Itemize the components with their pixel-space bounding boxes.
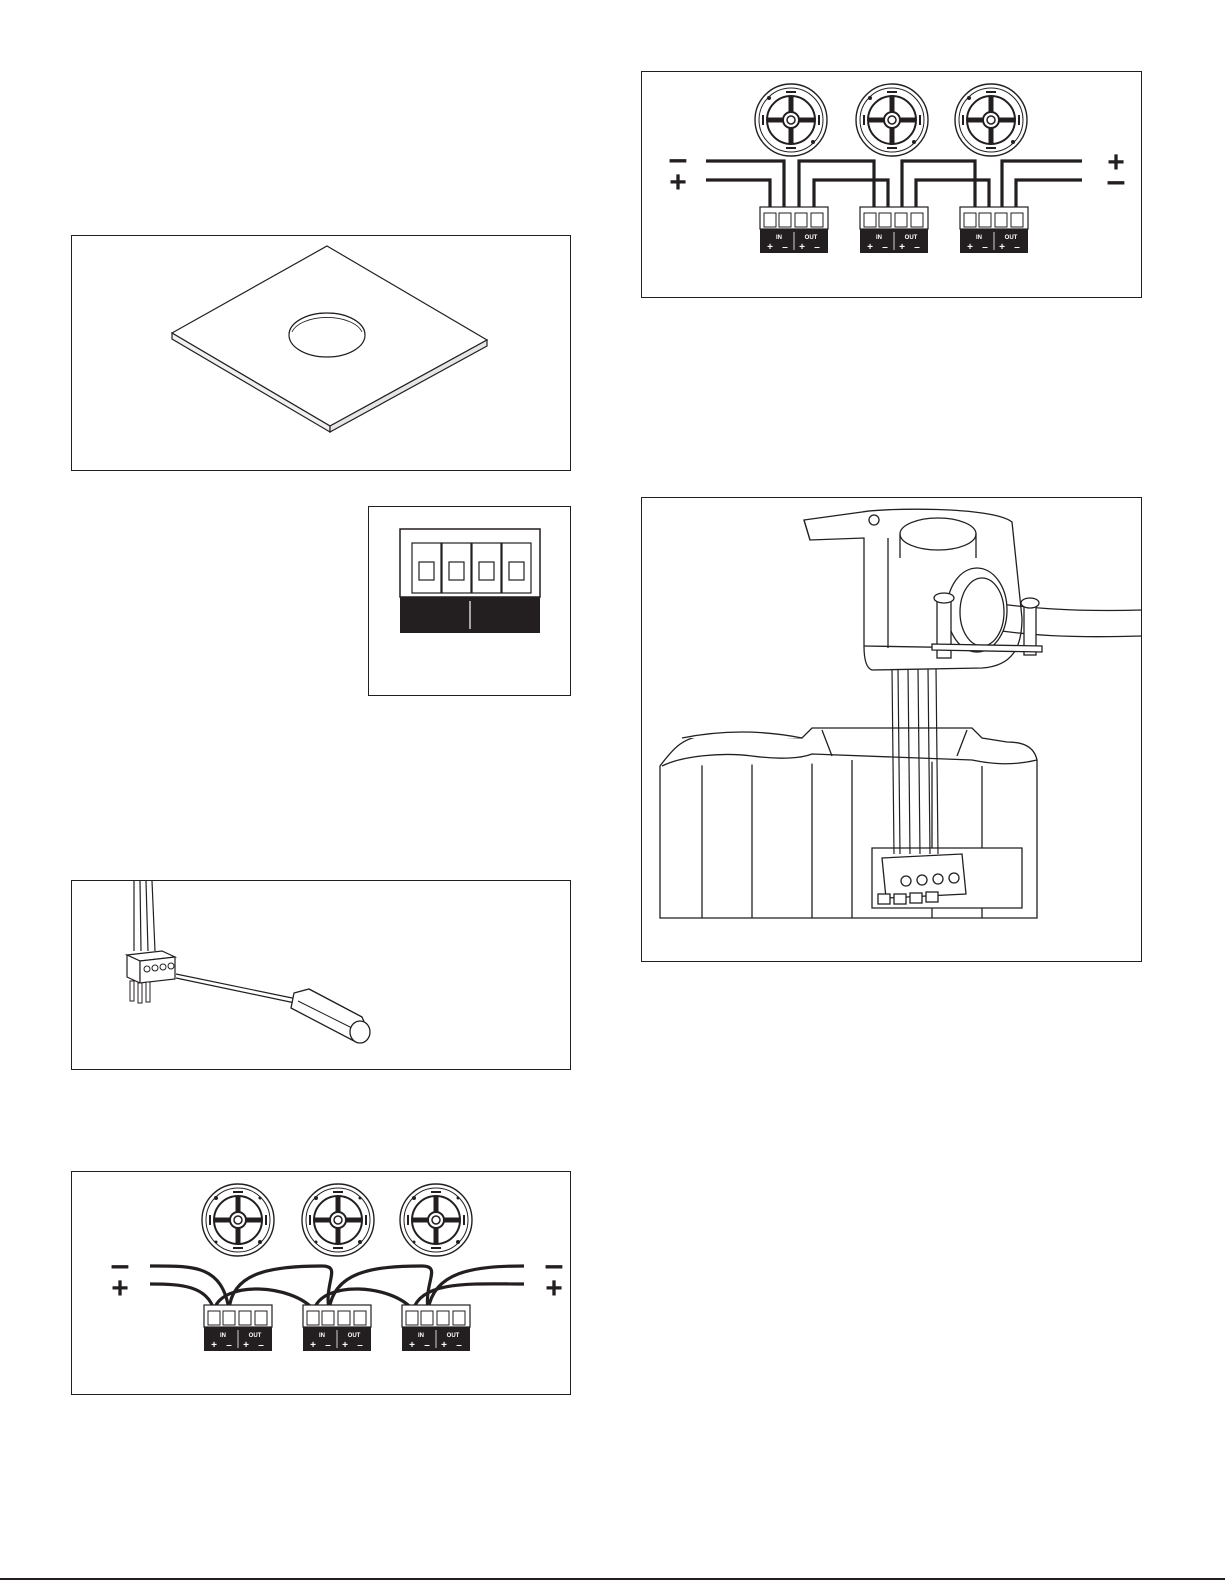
svg-text:+: + [310,1340,316,1351]
svg-text:+: + [409,1340,415,1351]
svg-text:IN: IN [976,235,982,241]
svg-text:+: + [243,1340,249,1351]
svg-text:IN: IN [418,1333,424,1339]
bracket-installation-figure [641,497,1142,962]
svg-text:–: – [325,1340,331,1351]
left-plus-sign: + [111,1272,129,1305]
svg-text:+: + [767,242,773,253]
connector-icon [369,507,572,697]
svg-text:IN: IN [220,1333,226,1339]
svg-text:IN: IN [319,1333,325,1339]
svg-text:OUT: OUT [348,1333,361,1339]
svg-text:OUT: OUT [805,235,818,241]
svg-text:OUT: OUT [905,235,918,241]
series-wiring-figure: – + + – IN OUT + – + – IN OUT + – [641,71,1142,298]
parallel-wiring-figure: – + – + IN OUT + – + – IN OUT + – [71,1171,571,1395]
svg-text:+: + [342,1340,348,1351]
svg-text:–: – [258,1340,264,1351]
svg-text:–: – [226,1340,232,1351]
svg-text:–: – [1014,242,1020,253]
series-wiring-diagram: – + + – IN OUT + – + – IN OUT + – [642,72,1143,299]
svg-text:OUT: OUT [1005,235,1018,241]
right-minus-sign: – [1107,162,1126,200]
svg-text:–: – [424,1340,430,1351]
svg-text:OUT: OUT [249,1333,262,1339]
connector-closeup-figure [368,506,571,696]
screwdriver-icon [72,881,572,1071]
svg-text:+: + [999,242,1005,253]
svg-text:–: – [882,242,888,253]
svg-text:OUT: OUT [447,1333,460,1339]
svg-text:+: + [899,242,905,253]
svg-text:+: + [441,1340,447,1351]
left-plus-sign: + [669,166,687,199]
screwdriver-figure [71,880,571,1070]
svg-text:IN: IN [876,235,882,241]
ceiling-tile-icon [72,236,572,472]
ceiling-tile-figure [71,235,571,471]
svg-text:–: – [914,242,920,253]
svg-text:–: – [982,242,988,253]
svg-text:IN: IN [776,235,782,241]
svg-text:+: + [867,242,873,253]
svg-text:–: – [814,242,820,253]
bracket-icon [642,498,1143,963]
svg-text:+: + [799,242,805,253]
svg-text:+: + [211,1340,217,1351]
right-plus-sign: + [545,1272,563,1305]
svg-text:–: – [357,1340,363,1351]
svg-text:+: + [967,242,973,253]
svg-text:–: – [456,1340,462,1351]
parallel-wiring-diagram: – + – + IN OUT + – + – IN OUT + – [72,1172,572,1396]
footer-rule [0,1578,1225,1580]
svg-text:–: – [782,242,788,253]
